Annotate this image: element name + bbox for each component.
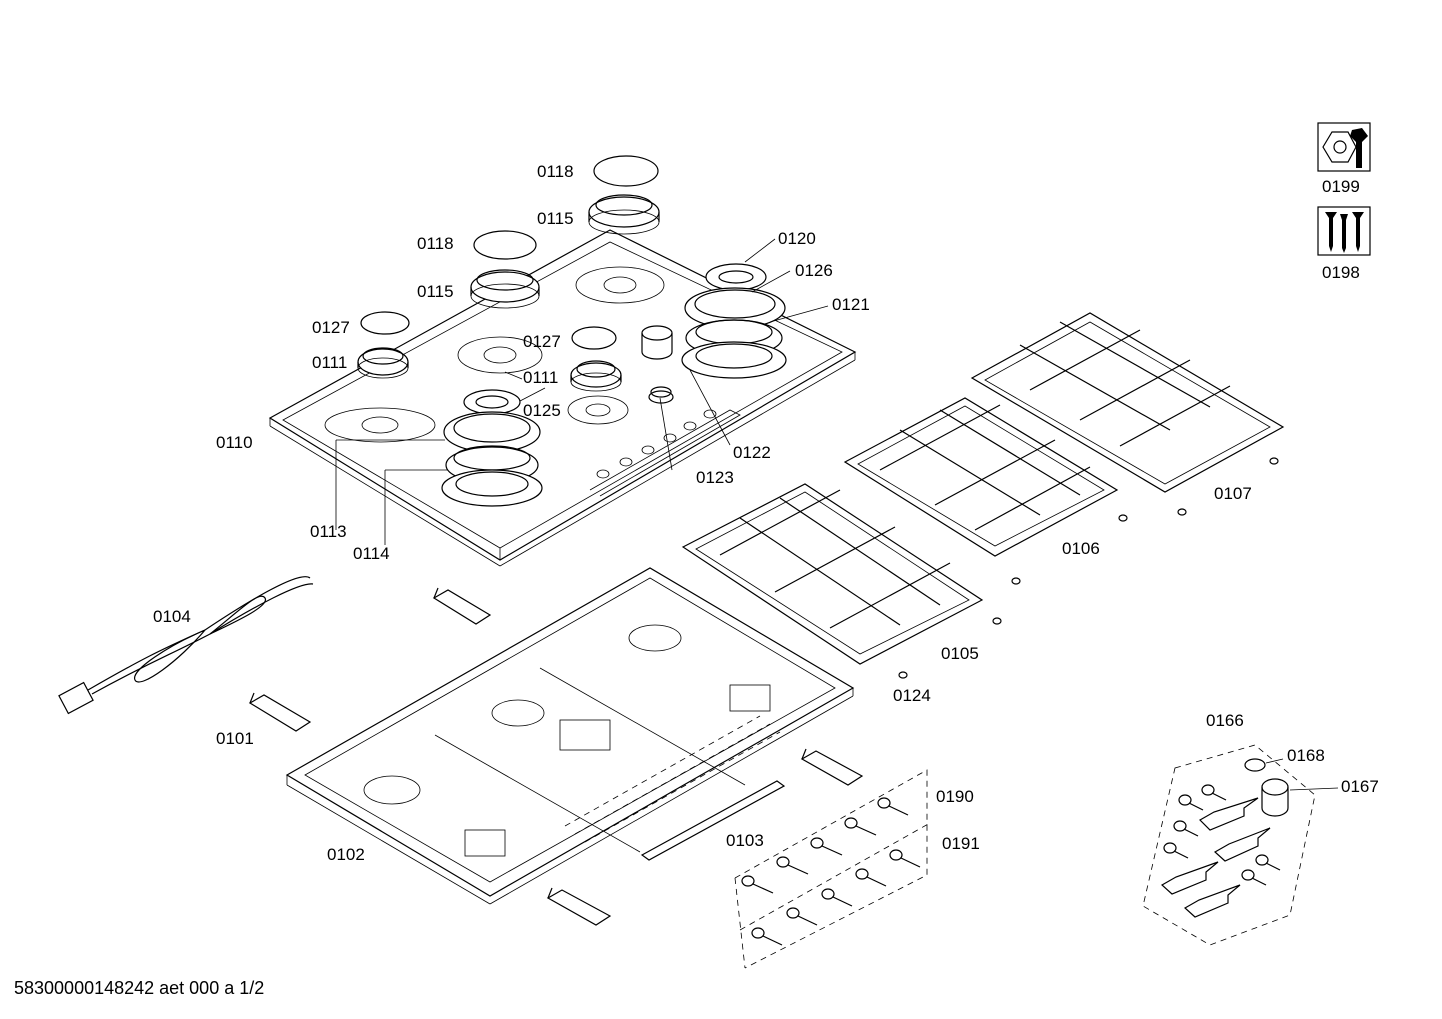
label-0191: 0191 [942, 834, 980, 853]
label-0118-a: 0118 [537, 162, 574, 181]
label-0168: 0168 [1287, 746, 1325, 765]
label-0127-a: 0127 [312, 318, 350, 337]
screw-group [734, 769, 931, 969]
burner-assembly-wok-front [441, 389, 543, 507]
label-0105: 0105 [941, 644, 979, 663]
label-0118-b: 0118 [417, 234, 454, 253]
pan-support-0107 [970, 312, 1285, 516]
label-0125: 0125 [523, 401, 561, 420]
burner-assembly-medium-left [470, 230, 540, 309]
mounting-clips [248, 587, 864, 926]
label-0166: 0166 [1206, 711, 1244, 730]
burner-assembly-medium-rear [588, 155, 660, 235]
label-0101: 0101 [216, 729, 254, 748]
bottom-tray [285, 567, 855, 905]
label-0110: 0110 [216, 433, 253, 452]
part-number-labels: 0118 0115 0118 0115 0127 0111 0127 0111 … [153, 162, 1379, 864]
label-0190: 0190 [936, 787, 974, 806]
label-0121: 0121 [832, 295, 870, 314]
pan-support-0105 [681, 483, 1002, 679]
label-0167: 0167 [1341, 777, 1379, 796]
pan-support-0106 [843, 397, 1128, 585]
label-0111-b: 0111 [523, 368, 558, 387]
power-cable [58, 576, 314, 715]
label-0103: 0103 [726, 831, 764, 850]
conversion-kit [1142, 744, 1316, 946]
label-0102: 0102 [327, 845, 365, 864]
label-0115-b: 0115 [417, 282, 454, 301]
label-0113: 0113 [310, 522, 347, 541]
label-0198: 0198 [1322, 263, 1360, 282]
screws [741, 797, 921, 946]
label-0104: 0104 [153, 607, 191, 626]
label-0126: 0126 [795, 261, 833, 280]
label-0123: 0123 [696, 468, 734, 487]
document-footer-code: 58300000148242 aet 000 a 1/2 [14, 978, 265, 998]
wrench-nut-icon [1317, 122, 1371, 172]
seal-strip [640, 780, 786, 861]
label-0111-a: 0111 [312, 353, 347, 372]
label-0115-a: 0115 [537, 209, 574, 228]
label-0106: 0106 [1062, 539, 1100, 558]
fitting-0167 [1261, 778, 1289, 817]
burner-assembly-wok-right [681, 263, 787, 379]
leader-lines [335, 238, 1339, 791]
label-0114: 0114 [353, 544, 390, 563]
washer-0168 [1244, 758, 1266, 772]
burner-assembly-small-left [357, 311, 410, 379]
label-0122: 0122 [733, 443, 771, 462]
control-knob [641, 325, 674, 404]
label-0124: 0124 [893, 686, 931, 705]
label-0127-b: 0127 [523, 332, 561, 351]
label-0107: 0107 [1214, 484, 1252, 503]
burner-assembly-small-center [570, 326, 622, 392]
label-0199: 0199 [1322, 177, 1360, 196]
label-0120: 0120 [778, 229, 816, 248]
screws-icon [1317, 206, 1371, 256]
